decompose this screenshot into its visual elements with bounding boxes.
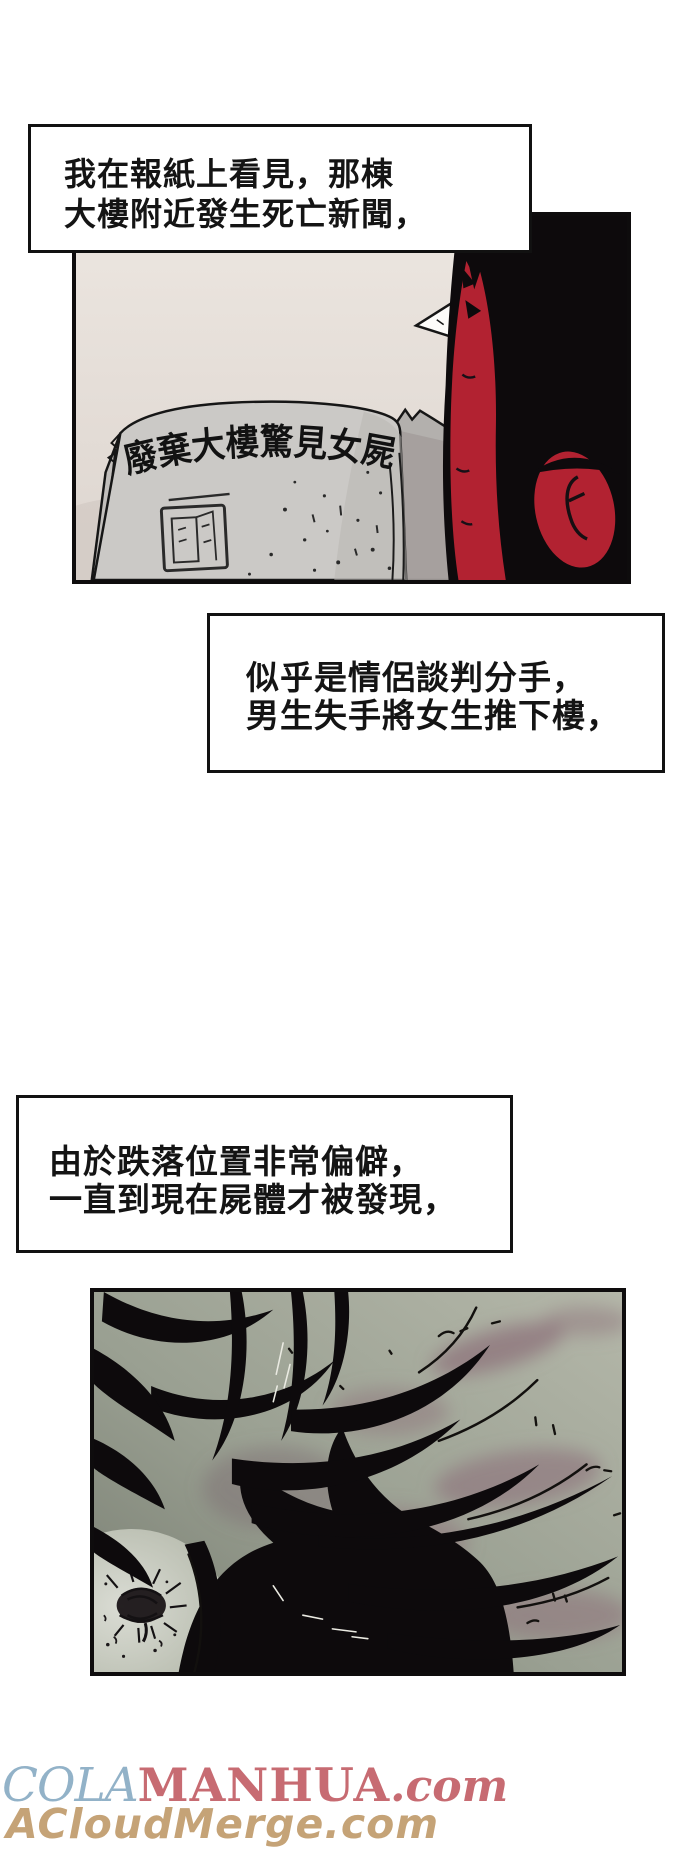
newspaper: 廢棄大樓驚見女屍 [90, 296, 464, 580]
caption-2-line-2: 男生失手將女生推下樓， [246, 696, 620, 735]
debris-flecks [287, 1320, 622, 1625]
page-fold-lines [388, 452, 405, 580]
page-side-shadow [401, 431, 457, 580]
caption-box-1: 我在報紙上看見，那棟 大樓附近發生死亡新聞， [28, 124, 532, 253]
watermark-manhua: MANHUA [137, 1758, 391, 1812]
skin-ticks [455, 373, 476, 526]
caption-box-3: 由於跌落位置非常偏僻， 一直到現在屍體才被發現， [16, 1095, 513, 1253]
caption-1-line-1: 我在報紙上看見，那棟 [64, 155, 395, 193]
caption-2-line-1: 似乎是情侶談判分手， [246, 658, 586, 697]
page-corner-tick [436, 319, 445, 326]
highlight-scratches [272, 1342, 369, 1640]
face-speckles [103, 1580, 177, 1658]
caption-3-line-1: 由於跌落位置非常偏僻， [49, 1142, 423, 1181]
watermark-cola: COLA [2, 1758, 139, 1813]
figure-profile-red [450, 261, 506, 580]
caption-1-line-2: 大樓附近發生死亡新聞， [64, 195, 428, 233]
newsprint-speckles [248, 470, 392, 576]
figure-ear [534, 451, 616, 568]
watermark-line-1: COLAMANHUA.com [2, 1758, 508, 1813]
corpse-panel-art [94, 1292, 622, 1672]
reading-figure [442, 216, 627, 580]
newspaper-panel: 廢棄大樓驚見女屍 [72, 212, 631, 584]
hair-over-ear [529, 457, 622, 475]
watermark-line-2: ACloudMerge.com [6, 1800, 440, 1848]
page-shading [334, 411, 408, 580]
hair-strands [94, 1292, 621, 1672]
watermark-domain: .com [390, 1761, 509, 1812]
newspaper-photo [159, 492, 230, 573]
hair-spikes [461, 266, 482, 319]
newspaper-panel-art: 廢棄大樓驚見女屍 [76, 216, 627, 580]
caption-3-line-2: 一直到現在屍體才被發現， [49, 1180, 457, 1219]
hair-flicks [187, 1306, 610, 1672]
caption-box-2: 似乎是情侶談判分手， 男生失手將女生推下樓， [207, 613, 665, 773]
corpse-panel [90, 1288, 626, 1676]
